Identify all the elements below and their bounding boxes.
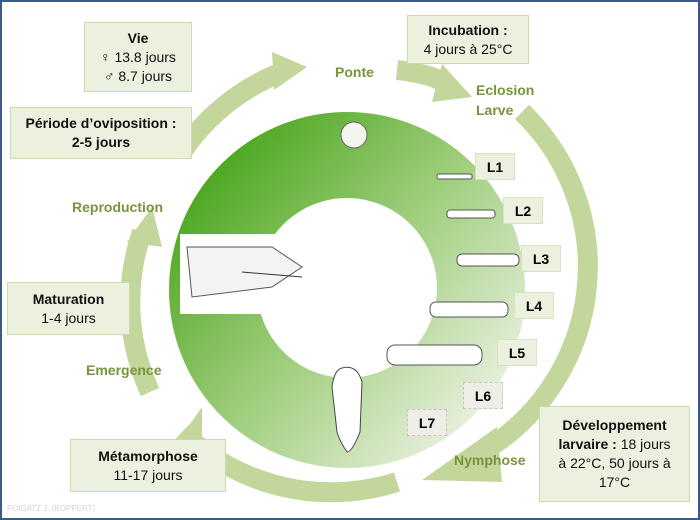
stage-ponte: Ponte bbox=[335, 64, 374, 80]
instar-l2: L2 bbox=[503, 197, 543, 224]
lifespan-male: ♂ 8.7 jours bbox=[103, 67, 173, 84]
development-title: Développement bbox=[562, 417, 667, 433]
pupa-icon bbox=[331, 366, 363, 453]
lifespan-box: Vie ♀ 13.8 jours ♂ 8.7 jours bbox=[84, 22, 192, 92]
arrowhead bbox=[272, 52, 307, 90]
stage-larve: Larve bbox=[476, 102, 514, 118]
oviposition-title: Période d’oviposition : bbox=[25, 115, 177, 131]
lifespan-female: ♀ 13.8 jours bbox=[100, 48, 176, 65]
development-larval-label: larvaire : bbox=[558, 436, 617, 452]
stage-emergence: Emergence bbox=[86, 362, 162, 378]
instar-l6: L6 bbox=[463, 382, 503, 409]
arrowhead bbox=[127, 207, 162, 247]
metamorphosis-box: Métamorphose 11-17 jours bbox=[70, 439, 226, 492]
arrowhead bbox=[432, 64, 472, 102]
development-box: Développement larvaire : 18 jours à 22°C… bbox=[539, 406, 690, 502]
maturation-title: Maturation bbox=[32, 290, 105, 307]
incubation-value: 4 jours à 25°C bbox=[423, 40, 513, 57]
instar-l4: L4 bbox=[514, 292, 554, 319]
metamorphosis-value: 11-17 jours bbox=[113, 466, 183, 483]
development-line3: à 22°C, 50 jours à bbox=[558, 455, 671, 471]
maturation-box: Maturation 1-4 jours bbox=[7, 282, 130, 335]
maturation-value: 1-4 jours bbox=[41, 309, 96, 326]
instar-l1: L1 bbox=[475, 153, 515, 180]
life-cycle-ring bbox=[169, 112, 526, 468]
oviposition-box: Période d’oviposition : 2-5 jours bbox=[10, 107, 192, 159]
development-line2: larvaire : 18 jours bbox=[540, 435, 689, 454]
oviposition-value: 2-5 jours bbox=[71, 134, 131, 150]
arrow-emergence-reproduction bbox=[120, 228, 160, 397]
metamorphosis-title: Métamorphose bbox=[98, 447, 198, 464]
egg-icon bbox=[340, 121, 368, 149]
incubation-title: Incubation : bbox=[428, 21, 508, 38]
development-line4: 17°C bbox=[598, 474, 631, 490]
arrowhead bbox=[422, 427, 502, 482]
lifespan-title: Vie bbox=[127, 29, 149, 46]
watermark: POIDATZ J. (KOPPERT) bbox=[7, 504, 96, 513]
instar-l7: L7 bbox=[407, 409, 447, 436]
instar-l3: L3 bbox=[521, 245, 561, 272]
stage-nymphose: Nymphose bbox=[454, 452, 526, 468]
instar-l5: L5 bbox=[497, 339, 537, 366]
stage-eclosion: Eclosion bbox=[476, 82, 535, 98]
development-days: 18 jours bbox=[616, 436, 671, 452]
moth-icon bbox=[180, 234, 315, 314]
stage-reproduction: Reproduction bbox=[72, 199, 163, 215]
larvae-icons bbox=[386, 173, 520, 366]
incubation-box: Incubation : 4 jours à 25°C bbox=[407, 15, 529, 64]
arrow-development bbox=[476, 104, 598, 461]
